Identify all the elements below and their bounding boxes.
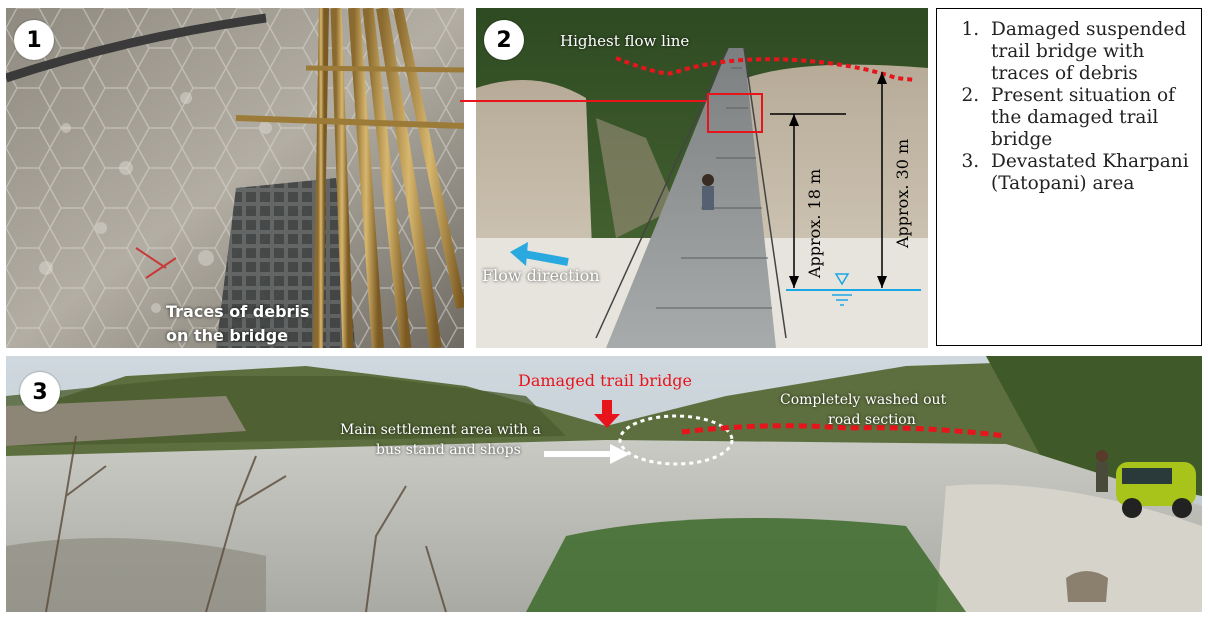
settlement-label: bus stand and shops bbox=[376, 442, 521, 458]
legend-box: Damaged suspended trail bridge with trac… bbox=[936, 8, 1202, 346]
flow-direction-label: Flow direction bbox=[482, 266, 600, 285]
approx-18-label: Approx. 18 m bbox=[805, 169, 824, 279]
bridge-debris-photo bbox=[6, 8, 464, 348]
damaged-trail-bridge-label: Damaged trail bridge bbox=[518, 371, 693, 390]
valley-panorama-photo bbox=[6, 356, 1202, 612]
caption-line: Traces of debris bbox=[166, 302, 310, 321]
approx-30-label: Approx. 30 m bbox=[893, 139, 912, 249]
highest-flow-line-label: Highest flow line bbox=[560, 32, 690, 50]
annotation-overlay: Approx. 18 m Approx. 30 m bbox=[510, 56, 921, 306]
legend-item: Present situation of the damaged trail b… bbox=[985, 85, 1191, 151]
annotation-overlay bbox=[544, 400, 1007, 466]
washed-out-label: road section bbox=[828, 412, 916, 428]
photo-panel-1: 1 Traces of debris on the bridge bbox=[6, 8, 464, 348]
panel-number-badge: 3 bbox=[20, 372, 60, 412]
legend-item: Devastated Kharpani (Tatopani) area bbox=[985, 151, 1191, 195]
legend-item: Damaged suspended trail bridge with trac… bbox=[985, 19, 1191, 85]
photo-panel-2: Approx. 18 m Approx. 30 m 2 Highest flow… bbox=[476, 8, 928, 348]
panel-number-badge: 1 bbox=[14, 20, 54, 60]
caption-line: on the bridge bbox=[166, 326, 288, 345]
washed-out-label: Completely washed out bbox=[780, 392, 947, 408]
settlement-label: Main settlement area with a bbox=[340, 422, 541, 438]
panel-number-badge: 2 bbox=[484, 20, 524, 60]
photo-panel-3: 3 Damaged trail bridge Main settlement a… bbox=[6, 356, 1202, 612]
